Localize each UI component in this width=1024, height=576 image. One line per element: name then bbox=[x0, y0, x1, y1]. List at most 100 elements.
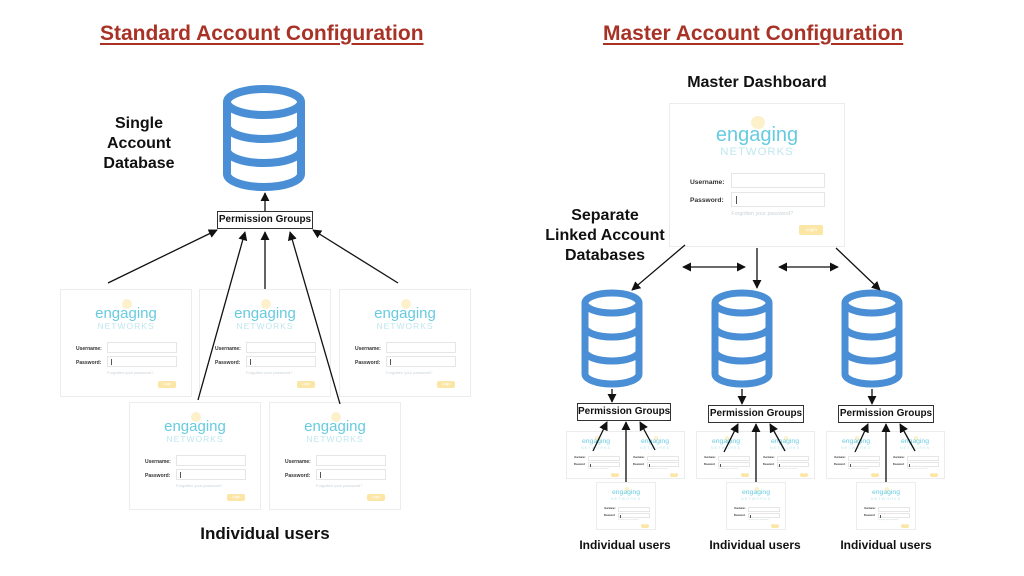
username-input[interactable] bbox=[176, 455, 246, 466]
arrow bbox=[197, 231, 248, 401]
brand-logo-subtext: NETWORKS bbox=[166, 434, 224, 444]
login-button[interactable]: Login bbox=[871, 473, 880, 477]
forgot-password-link[interactable]: Forgotten your password? bbox=[776, 468, 798, 471]
login-card: engaging NETWORKS Username: Password: Fo… bbox=[755, 431, 815, 479]
username-label: Username: bbox=[733, 508, 746, 511]
password-input[interactable] bbox=[747, 513, 780, 518]
login-button[interactable]: Login bbox=[771, 524, 780, 528]
brand-logo-text: engaging bbox=[842, 438, 870, 446]
username-input[interactable] bbox=[747, 506, 780, 512]
brand-logo-text: engaging bbox=[95, 305, 157, 322]
brand-logo-text: engaging bbox=[771, 438, 799, 446]
username-input[interactable] bbox=[731, 173, 825, 188]
password-input[interactable] bbox=[877, 513, 910, 518]
arrow bbox=[639, 421, 656, 451]
username-input[interactable] bbox=[617, 506, 650, 512]
username-input[interactable] bbox=[717, 455, 750, 461]
username-input[interactable] bbox=[877, 506, 910, 512]
password-input[interactable] bbox=[731, 192, 825, 207]
username-input[interactable] bbox=[107, 342, 177, 353]
brand-logo-text: engaging bbox=[712, 438, 740, 446]
forgot-password-link[interactable]: Forgotten your password? bbox=[847, 468, 869, 471]
password-input[interactable] bbox=[386, 356, 456, 367]
username-input[interactable] bbox=[587, 455, 620, 461]
login-button[interactable]: Login bbox=[227, 494, 245, 501]
password-input[interactable] bbox=[107, 356, 177, 367]
username-input[interactable] bbox=[646, 455, 679, 461]
login-button[interactable]: Login bbox=[799, 225, 824, 235]
forgot-password-link[interactable]: Forgotten your password? bbox=[747, 519, 769, 522]
login-button[interactable]: Login bbox=[641, 524, 650, 528]
password-input[interactable] bbox=[587, 462, 620, 467]
brand-logo-subtext: NETWORKS bbox=[740, 496, 772, 501]
brand-logo-text: engaging bbox=[374, 305, 436, 322]
brand-logo-subtext: NETWORKS bbox=[376, 321, 434, 331]
lightbulb-icon bbox=[854, 436, 860, 441]
password-input[interactable] bbox=[717, 462, 750, 467]
login-button[interactable]: Login bbox=[437, 381, 455, 388]
lightbulb-icon bbox=[594, 436, 600, 441]
forgot-password-link[interactable]: Forgotten your password? bbox=[906, 468, 928, 471]
password-input[interactable] bbox=[646, 462, 679, 467]
brand-logo-text: engaging bbox=[715, 124, 799, 147]
username-label: Username: bbox=[355, 346, 381, 352]
login-button[interactable]: Login bbox=[158, 381, 176, 388]
password-input[interactable] bbox=[906, 462, 939, 467]
label-line: Linked Account bbox=[545, 227, 665, 244]
text-cursor bbox=[850, 463, 851, 467]
username-input[interactable] bbox=[246, 342, 316, 353]
arrow bbox=[287, 231, 341, 405]
login-button[interactable]: Login bbox=[741, 473, 750, 477]
forgot-password-link[interactable]: Forgotten your password? bbox=[316, 483, 363, 488]
login-button[interactable]: Login bbox=[930, 473, 939, 477]
arrow bbox=[835, 247, 881, 291]
individual-users-label-standard: Individual users bbox=[200, 524, 330, 543]
login-button[interactable]: Login bbox=[901, 524, 910, 528]
forgot-password-link[interactable]: Forgotten your password? bbox=[717, 468, 739, 471]
login-button[interactable]: Login bbox=[611, 473, 620, 477]
username-input[interactable] bbox=[776, 455, 809, 461]
login-card: engaging NETWORKS Username: Password: Fo… bbox=[856, 482, 916, 530]
forgot-password-link[interactable]: Forgotten your password? bbox=[877, 519, 899, 522]
username-input[interactable] bbox=[847, 455, 880, 461]
password-input[interactable] bbox=[246, 356, 316, 367]
text-cursor bbox=[649, 463, 650, 467]
username-input[interactable] bbox=[316, 455, 386, 466]
password-label: Password: bbox=[603, 514, 616, 517]
arrow bbox=[631, 244, 686, 291]
text-cursor bbox=[390, 359, 391, 365]
label-line: Database bbox=[103, 155, 175, 172]
forgot-password-link[interactable]: Forgotten your password? bbox=[107, 370, 154, 375]
brand-logo-subtext: NETWORKS bbox=[236, 321, 294, 331]
arrow bbox=[899, 423, 916, 452]
login-button[interactable]: Login bbox=[670, 473, 679, 477]
forgot-password-link[interactable]: Forgotten your password? bbox=[646, 468, 668, 471]
login-card: engaging NETWORKS Username: Password: Fo… bbox=[269, 402, 401, 510]
label-line: Account bbox=[107, 135, 171, 152]
username-input[interactable] bbox=[906, 455, 939, 461]
password-input[interactable] bbox=[316, 469, 386, 480]
password-input[interactable] bbox=[617, 513, 650, 518]
password-label: Password: bbox=[632, 463, 645, 466]
forgot-password-link[interactable]: Forgotten your password? bbox=[246, 370, 293, 375]
text-cursor bbox=[250, 359, 251, 365]
password-input[interactable] bbox=[776, 462, 809, 467]
brand-logo-subtext: NETWORKS bbox=[840, 445, 872, 450]
username-label: Username: bbox=[603, 508, 616, 511]
login-button[interactable]: Login bbox=[367, 494, 385, 501]
forgot-password-link[interactable]: Forgotten your password? bbox=[731, 210, 794, 217]
forgot-password-link[interactable]: Forgotten your password? bbox=[587, 468, 609, 471]
password-input[interactable] bbox=[847, 462, 880, 467]
password-input[interactable] bbox=[176, 469, 246, 480]
password-label: Password: bbox=[703, 463, 716, 466]
login-button[interactable]: Login bbox=[800, 473, 809, 477]
login-card: engaging NETWORKS Username: Password: Fo… bbox=[669, 103, 845, 247]
brand-logo-subtext: NETWORKS bbox=[610, 496, 642, 501]
lightbulb-icon bbox=[401, 299, 411, 309]
forgot-password-link[interactable]: Forgotten your password? bbox=[386, 370, 433, 375]
username-input[interactable] bbox=[386, 342, 456, 353]
forgot-password-link[interactable]: Forgotten your password? bbox=[176, 483, 223, 488]
login-button[interactable]: Login bbox=[297, 381, 315, 388]
forgot-password-link[interactable]: Forgotten your password? bbox=[617, 519, 639, 522]
individual-users-label-db1: Individual users bbox=[579, 538, 671, 552]
